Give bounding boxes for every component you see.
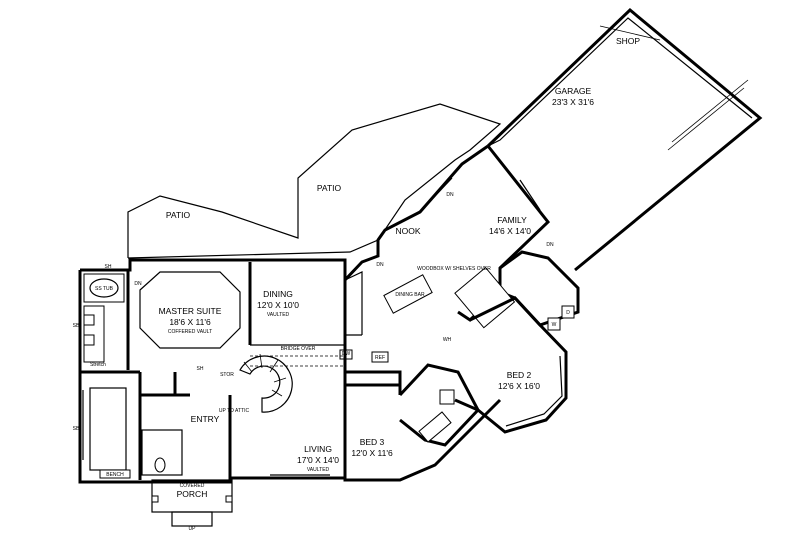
bed2-walls [454,296,568,434]
sb-label: SB [73,323,80,329]
family-bay-inner-2 [424,171,456,207]
stair-tread-4 [273,377,287,383]
bench-label: BENCH [106,472,124,478]
dining-name: DINING [263,289,293,299]
kitchen-counter [344,271,363,336]
main-walls [80,258,502,482]
closet-bench [99,469,131,479]
porch-step [171,511,213,527]
dw-label: DW [342,351,351,357]
master-note: COFFERED VAULT [168,329,212,335]
coffered-ceiling [139,271,241,349]
living-note: VAULTED [307,467,330,473]
master-dim: 18'6 X 11'6 [169,317,211,327]
spiral-stair [239,355,293,413]
washer [547,317,561,331]
garage-inner-wall [487,17,753,147]
wh-label: WH [443,337,452,343]
bed3-dim: 12'0 X 11'6 [351,448,393,458]
powder-room [141,429,183,476]
family-dim: 14'6 X 14'0 [489,226,531,236]
porch-name-2: PORCH [177,489,208,499]
hall-tub [418,411,452,443]
garage-name: GARAGE [555,86,592,96]
sh-label: SH [105,264,112,270]
island-label: DINING BAR [395,292,425,298]
up-porch-label: UP [189,526,197,532]
bed2-bay [505,355,563,427]
w-label: W [552,322,557,328]
kitchen-island [383,274,433,314]
stretch-label: Stretch [90,362,106,368]
stair-tread-5 [271,389,283,397]
bed2-dim: 12'6 X 16'0 [498,381,540,391]
garage-shop-door [599,25,661,41]
entry-walls [138,372,232,480]
dn-family-label: DN [446,192,454,198]
garage-door-line [671,79,749,143]
bed3-walls [345,370,402,395]
dining-dim: 12'0 X 10'0 [257,300,299,310]
bed3-name: BED 3 [360,437,385,447]
hall-bath-walls [398,363,480,447]
up-attic-label: UP TO ATTIC [219,408,250,414]
dn-master-label: DN [134,281,142,287]
master-shower [83,305,105,363]
patio-center-label: PATIO [317,183,342,193]
bed2-name: BED 2 [507,370,532,380]
dn-nook-label: DN [376,262,384,268]
dining-note: VAULTED [267,312,290,318]
family-name: FAMILY [497,215,527,225]
refrigerator [371,351,389,363]
entry-name: ENTRY [191,414,220,424]
family-bay-inner [419,177,453,213]
soaking-tub-basin [89,278,119,298]
sb2-label: SB [73,426,80,432]
porch-post-left [151,495,159,503]
garage-door-line-2 [667,87,745,151]
stair-tread-1 [243,361,253,373]
toilet [154,457,166,473]
garage-walls [486,7,763,272]
living-dim: 17'0 X 14'0 [297,455,339,465]
sh2-label: SH [197,366,204,372]
main-bottom-wall [78,270,345,484]
living-name: LIVING [304,444,332,454]
patio-outline [127,103,502,259]
bridge-over-label: BRIDGE OVER [281,346,316,352]
dryer [561,305,575,319]
woodbox-label: WOODBOX W/ SHELVES OVER [417,266,491,272]
master-name: MASTER SUITE [159,306,222,316]
d-label: D [566,310,570,316]
laundry-counter [454,266,516,329]
dn-garage-label: DN [546,242,554,248]
porch-name: COVERED [180,483,205,489]
hall-sink [439,389,455,405]
stor-label: STOR [220,372,234,378]
walk-in-closet [89,387,127,471]
nook-name: NOOK [395,226,420,236]
patio-left-label: PATIO [166,210,191,220]
tub-label: SS TUB [95,286,114,292]
ref-label: REF [375,355,385,361]
window-family [519,179,541,211]
family-walls [457,145,551,322]
stair-tread-3 [269,359,279,373]
garage-dim: 23'3 X 31'6 [552,97,594,107]
master-sink [83,314,95,326]
master-sink-2 [83,334,95,346]
porch-post-right [225,495,233,503]
shop-label: SHOP [616,36,640,46]
